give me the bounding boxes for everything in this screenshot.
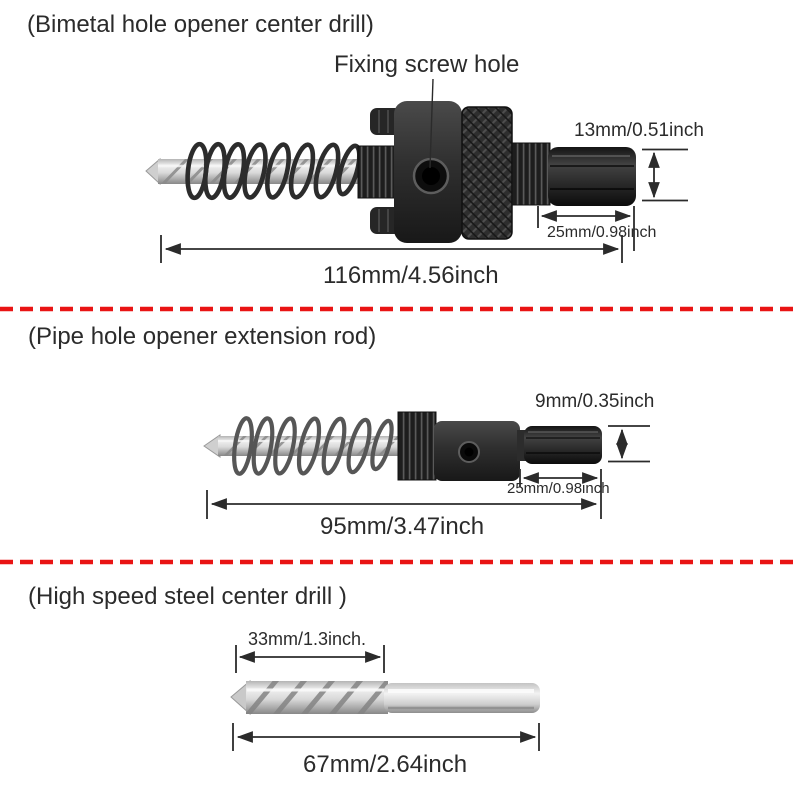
section3-dimension-lines	[232, 645, 540, 751]
section3-title: (High speed steel center drill )	[28, 583, 347, 610]
section1-title: (Bimetal hole opener center drill)	[27, 11, 374, 38]
overall-length-dim-label: 67mm/2.64inch	[303, 751, 468, 778]
shank-width-dim-label: 13mm/0.51inch	[574, 120, 704, 141]
fixing-screw-hole-label: Fixing screw hole	[334, 51, 520, 78]
flute-length-dim-label: 33mm/1.3inch.	[248, 629, 367, 649]
shank-length-dim-label: 25mm/0.98inch	[547, 224, 657, 241]
bimetal-arbor-illustration	[145, 101, 636, 243]
shank-length-dim-label: 25mm/0.98inch	[507, 480, 610, 497]
callout-leader-line	[429, 78, 434, 169]
section1-dimension-lines	[160, 78, 688, 263]
shank-width-dim-label: 9mm/0.35inch	[535, 391, 655, 412]
section2-dimension-lines	[206, 425, 650, 519]
overall-length-dim-label: 116mm/4.56inch	[323, 262, 499, 289]
section2-title: (Pipe hole opener extension rod)	[28, 323, 377, 350]
hss-center-drill-illustration	[230, 679, 540, 716]
extension-rod-illustration	[203, 411, 602, 481]
spring-icon	[232, 416, 394, 476]
spring-icon	[185, 141, 362, 201]
overall-length-dim-label: 95mm/3.47inch	[320, 513, 485, 540]
